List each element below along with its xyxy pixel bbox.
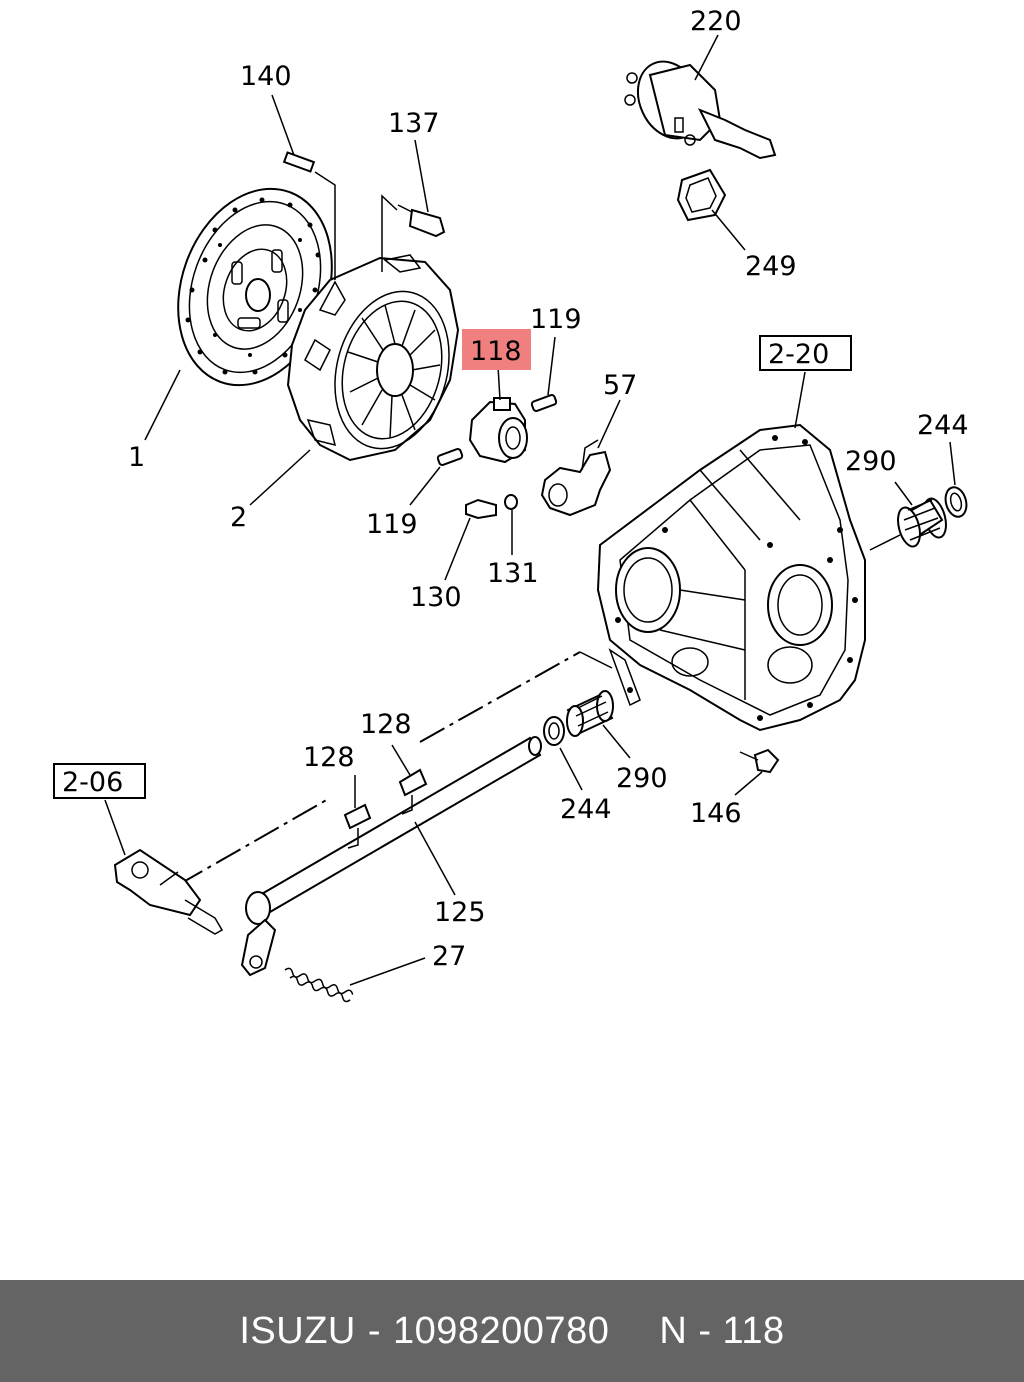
label-2-20: 2-20 xyxy=(768,339,829,370)
part-number: 1098200780 xyxy=(393,1309,610,1352)
separator: - xyxy=(367,1309,381,1352)
return-spring xyxy=(284,967,354,1003)
label-119-bottom: 119 xyxy=(366,509,418,540)
cylinder-ref-box xyxy=(53,763,146,799)
slave-cylinder xyxy=(113,848,224,935)
oil-seal-right xyxy=(944,486,968,518)
label-220: 220 xyxy=(690,6,742,37)
label-244-right: 244 xyxy=(917,410,969,441)
reference-code: N - 118 xyxy=(659,1309,785,1352)
highlight-118 xyxy=(462,329,531,370)
label-140: 140 xyxy=(240,61,292,92)
label-128-upper: 128 xyxy=(360,709,412,740)
oil-seal-lower xyxy=(543,716,565,746)
label-137: 137 xyxy=(388,108,440,139)
label-118: 118 xyxy=(470,336,522,367)
label-119-top: 119 xyxy=(530,304,582,335)
label-290-lower: 290 xyxy=(616,763,668,794)
label-131: 131 xyxy=(487,558,539,589)
release-bearing xyxy=(468,397,528,464)
label-244-lower: 244 xyxy=(560,794,612,825)
exploded-parts-diagram: 220 140 137 249 119 118 57 2-20 244 290 … xyxy=(53,6,969,1003)
needle-bearing-lower xyxy=(566,690,614,737)
brand-name: ISUZU xyxy=(239,1309,356,1352)
label-2-06: 2-06 xyxy=(62,767,123,798)
clutch-housing xyxy=(596,423,866,732)
label-1: 1 xyxy=(128,442,145,473)
part-info-footer: ISUZU - 1098200780 N - 118 xyxy=(0,1280,1024,1382)
label-2: 2 xyxy=(230,502,247,533)
label-125: 125 xyxy=(434,897,486,928)
release-fork xyxy=(540,439,612,517)
label-290-right: 290 xyxy=(845,446,897,477)
label-128-lower: 128 xyxy=(303,742,355,773)
label-57: 57 xyxy=(603,370,637,401)
gasket xyxy=(676,168,727,222)
needle-bearing-right xyxy=(897,497,947,548)
pressure-plate xyxy=(286,254,460,462)
label-249: 249 xyxy=(745,251,797,282)
cross-shaft xyxy=(240,736,542,977)
label-130: 130 xyxy=(410,582,462,613)
label-146: 146 xyxy=(690,798,742,829)
booster-chamber xyxy=(624,60,777,160)
housing-ref-box xyxy=(759,335,852,371)
label-27: 27 xyxy=(432,941,466,972)
